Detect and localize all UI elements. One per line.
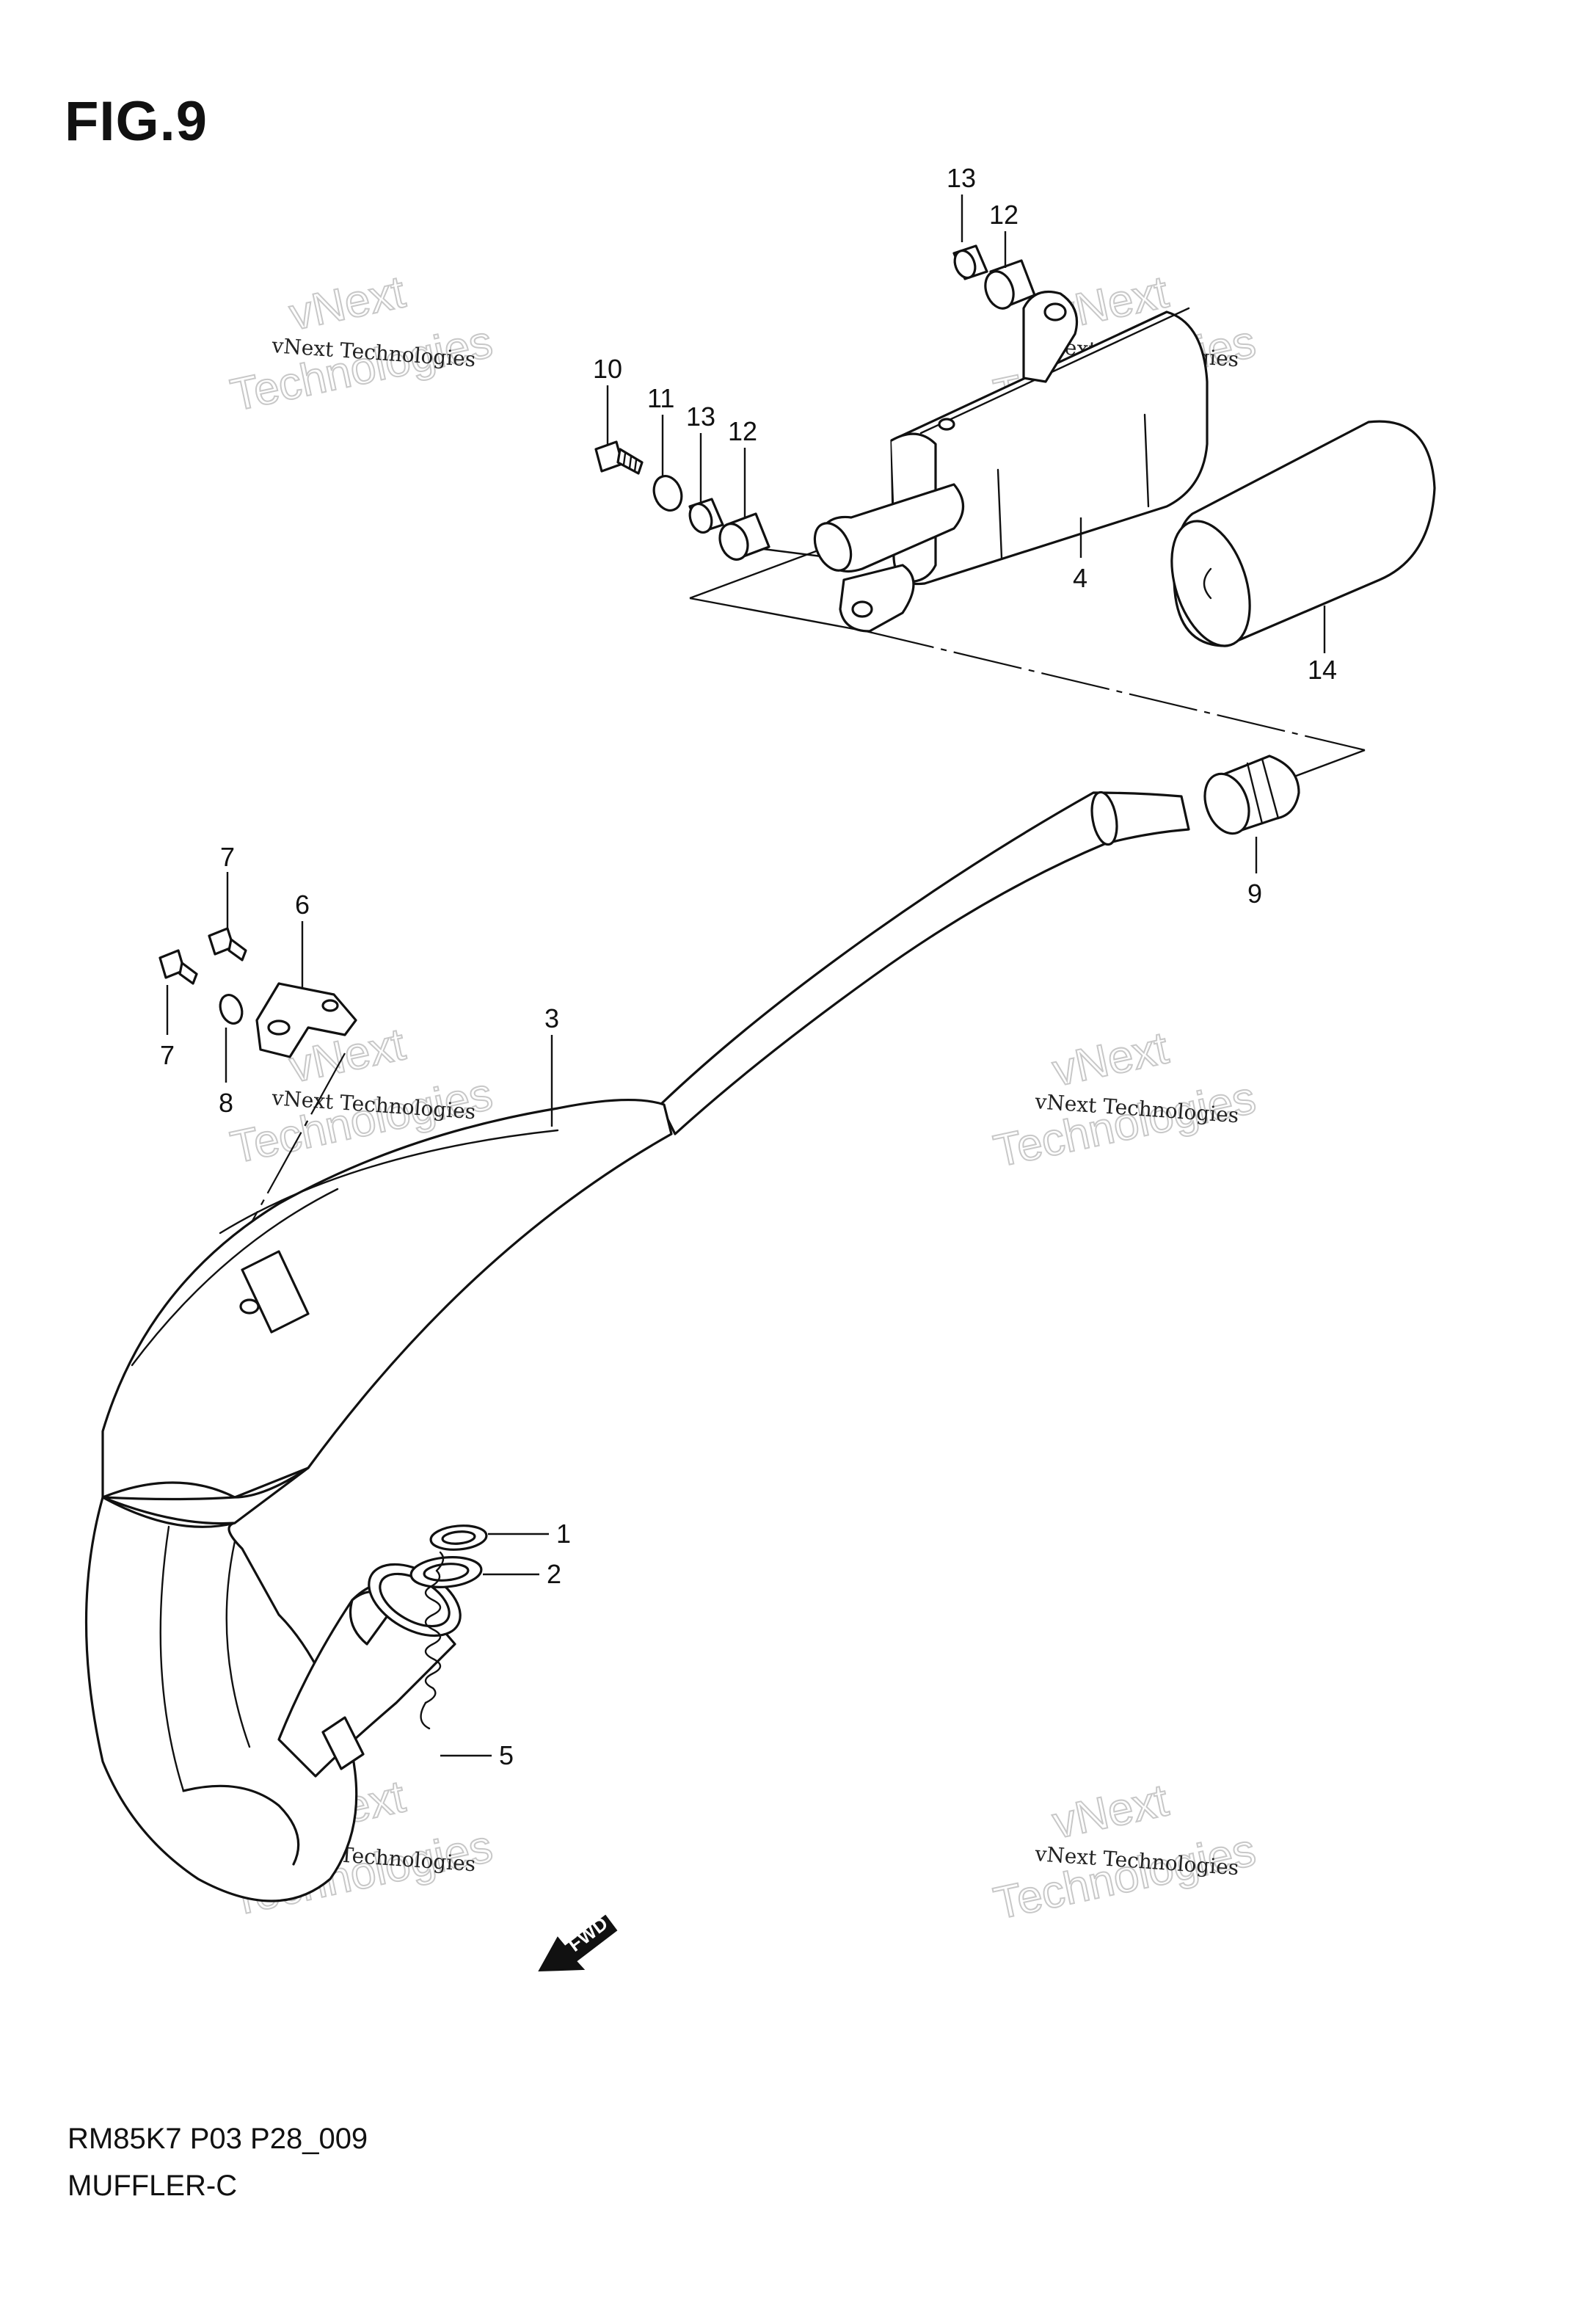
callout-12-lower: 12 xyxy=(728,416,757,446)
callout-10: 10 xyxy=(593,354,622,384)
gasket-part-2 xyxy=(409,1556,483,1588)
bracket-part-6 xyxy=(255,982,357,1058)
callout-3: 3 xyxy=(544,1003,559,1033)
callout-1: 1 xyxy=(556,1519,571,1549)
spring-part-5 xyxy=(420,1551,445,1730)
packing-part-14 xyxy=(1170,420,1436,647)
callout-5: 5 xyxy=(499,1740,514,1770)
callout-2: 2 xyxy=(547,1559,561,1589)
leader-lines xyxy=(166,195,1326,1757)
watermark-bottom-right: vNext Technologies vNext Technologies xyxy=(989,1774,1261,1930)
callout-12-upper: 12 xyxy=(989,200,1019,230)
model-code: RM85K7 P03 P28_009 xyxy=(68,2123,368,2155)
watermark-mid-right: vNext Technologies vNext Technologies xyxy=(989,1022,1261,1177)
callout-4: 4 xyxy=(1073,563,1087,593)
watermark-top-left: vNext Technologies vNext Technologies xyxy=(226,266,498,421)
svg-text:vNext: vNext xyxy=(1049,1775,1173,1848)
fwd-direction-arrow: FWD xyxy=(538,1912,618,1972)
collar-part-13-upper xyxy=(952,244,988,280)
svg-text:vNext: vNext xyxy=(1049,1022,1173,1096)
callout-6: 6 xyxy=(295,890,310,920)
grommet-part-12-upper xyxy=(984,259,1036,310)
callout-numbers: 13 12 10 11 13 12 4 14 9 7 6 7 8 3 1 2 5 xyxy=(160,163,1337,1770)
svg-text:vNext: vNext xyxy=(285,266,409,340)
washer-part-11 xyxy=(652,475,683,512)
callout-8: 8 xyxy=(219,1088,233,1118)
fasteners-lower xyxy=(158,927,357,1058)
exhaust-pipe-part-3 xyxy=(84,790,1190,1902)
callout-13-upper: 13 xyxy=(947,163,976,193)
washer-part-8 xyxy=(219,994,244,1025)
callout-14: 14 xyxy=(1308,655,1337,685)
grommet-part-12-lower xyxy=(718,512,770,561)
callout-7-lower: 7 xyxy=(160,1040,175,1070)
callout-11: 11 xyxy=(647,383,674,413)
bolt-part-7-lower xyxy=(158,949,198,985)
collar-part-13-lower xyxy=(688,498,724,534)
gasket-part-1 xyxy=(429,1524,488,1551)
callout-13-lower: 13 xyxy=(686,401,715,432)
callout-9: 9 xyxy=(1247,879,1262,909)
silencer-part-4 xyxy=(813,290,1209,633)
callout-7-upper: 7 xyxy=(220,842,235,872)
bolt-part-10 xyxy=(594,440,644,475)
bolt-part-7-upper xyxy=(208,927,247,961)
fasteners-upper xyxy=(594,244,1036,561)
figure-name: MUFFLER-C xyxy=(68,2170,238,2202)
joint-part-9 xyxy=(1203,755,1300,835)
figure-title: FIG.9 xyxy=(65,90,208,153)
